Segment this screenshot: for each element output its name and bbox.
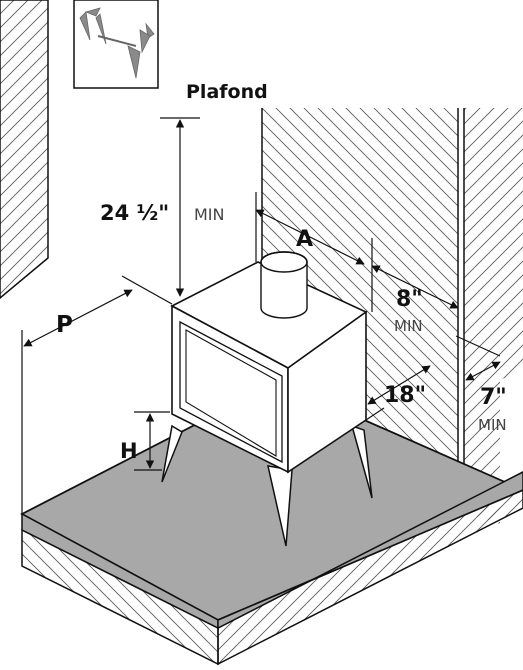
hearth-slab <box>20 381 523 630</box>
dimension-P <box>21 275 173 514</box>
ceiling-label: Plafond <box>186 81 268 103</box>
side-wall-value: 8" <box>396 287 423 312</box>
dimension-side-wall <box>371 238 459 312</box>
hearth-side-value: 18" <box>384 383 426 408</box>
dimension-back-wall <box>455 335 501 381</box>
label-A: A <box>296 227 313 252</box>
left-wall <box>0 0 49 299</box>
back-wall-value: 7" <box>480 385 507 410</box>
top-clearance-value: 24 ½" <box>100 201 169 225</box>
back-wall-min: MIN <box>478 416 507 434</box>
side-wall-min: MIN <box>394 317 423 335</box>
stove-legs-icon <box>73 0 159 89</box>
dimension-A <box>255 192 365 265</box>
side-wall-right <box>463 108 523 524</box>
label-P: P <box>56 312 73 338</box>
dimension-H <box>134 411 170 471</box>
top-clearance-min: MIN <box>194 205 225 224</box>
dimension-hearth-side <box>365 365 431 421</box>
label-H: H <box>120 439 138 463</box>
dimension-top-clearance <box>160 117 200 297</box>
